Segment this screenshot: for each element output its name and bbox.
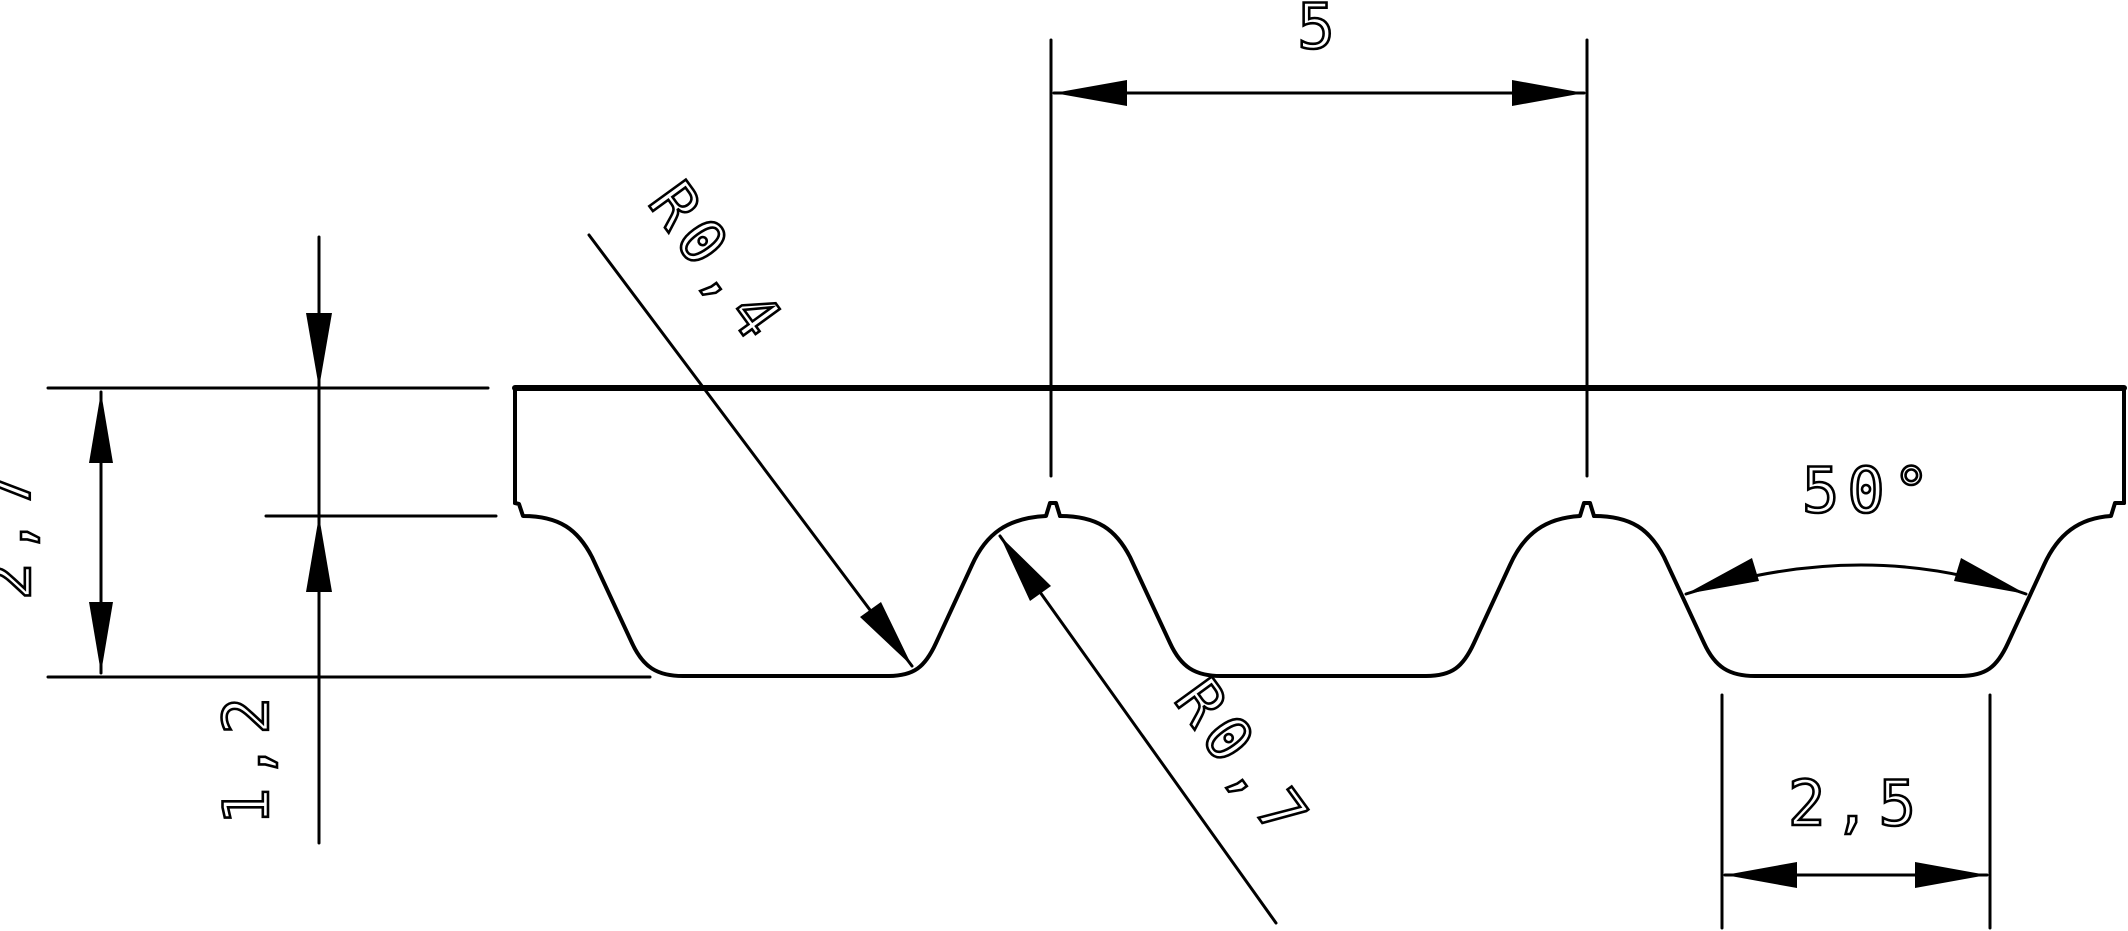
tip-radius-leader: R0,7 xyxy=(998,534,1328,925)
tooth-1-profile xyxy=(513,501,1062,678)
tooth-angle-value: 50° xyxy=(1802,454,1938,527)
tooth-angle-arrow-left xyxy=(1686,558,1759,594)
tooth-width-arrow-left xyxy=(1725,862,1797,888)
tooth-height-arrow-top xyxy=(306,313,332,388)
tooth-angle-dimension: 50° xyxy=(1684,453,2028,596)
pitch-arrow-right xyxy=(1512,80,1584,106)
root-radius-leader: R0,4 xyxy=(587,167,914,668)
tooth-height-dimension: 1,2 xyxy=(209,235,498,845)
pitch-arrow-left xyxy=(1054,80,1127,106)
tip-radius-leader-line xyxy=(998,534,1278,925)
tooth-2-profile xyxy=(1058,501,1596,678)
total-height-arrow-top xyxy=(89,392,113,463)
tip-radius-value: R0,7 xyxy=(1161,666,1327,856)
total-height-dimension: 2,7 xyxy=(0,386,652,679)
belt-outline xyxy=(512,385,2127,678)
tooth-width-value: 2,5 xyxy=(1788,767,1924,840)
tooth-height-arrow-bottom xyxy=(306,516,332,592)
pitch-value: 5 xyxy=(1297,0,1342,63)
tip-radius-arrow xyxy=(1000,536,1051,601)
tooth-angle-arrow-right xyxy=(1954,558,2026,594)
root-radius-arrow xyxy=(860,602,912,666)
tooth-width-dimension: 2,5 xyxy=(1720,693,1992,930)
total-height-arrow-bottom xyxy=(89,602,113,673)
root-radius-leader-line xyxy=(587,233,914,668)
tooth-3-profile xyxy=(1592,501,2126,678)
tooth-height-value: 1,2 xyxy=(210,689,283,825)
pitch-dimension: 5 xyxy=(1049,0,1589,478)
total-height-value: 2,7 xyxy=(0,464,45,600)
tooth-width-arrow-right xyxy=(1915,862,1987,888)
